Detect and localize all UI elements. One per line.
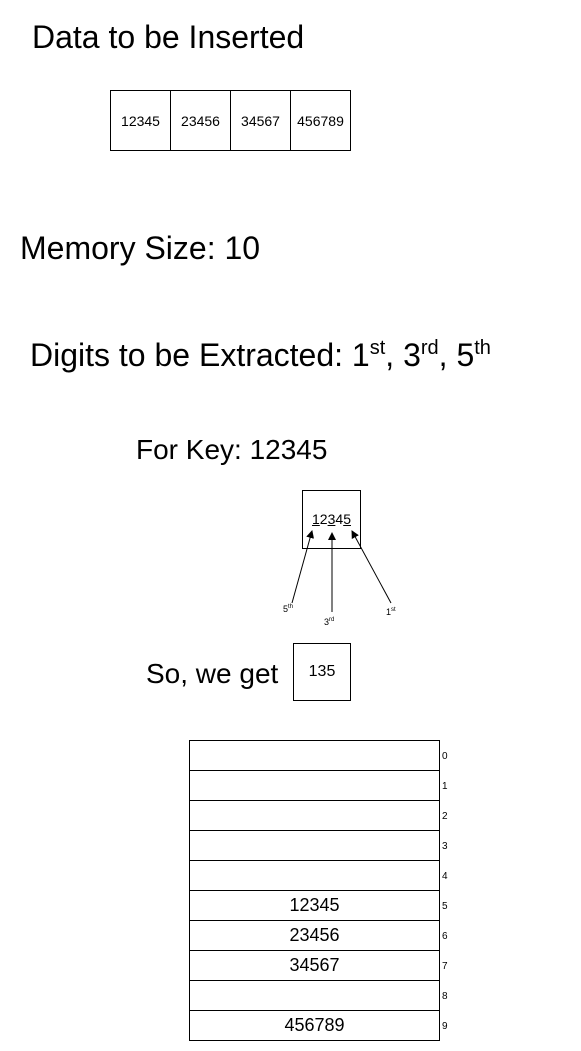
- label-third: 3rd: [324, 617, 334, 627]
- memory-slot: [189, 770, 440, 801]
- slot-index: 9: [442, 1021, 448, 1032]
- key-digit-5: 5: [343, 511, 351, 527]
- slot-index: 2: [442, 811, 448, 822]
- label-fifth-num: 5: [283, 604, 289, 614]
- digit-separator: ,: [385, 337, 404, 373]
- slot-index: 3: [442, 841, 448, 852]
- digit-first-sup: st: [369, 337, 386, 359]
- digit-fifth-sup: th: [474, 337, 491, 359]
- digits-extracted-label: Digits to be Extracted: 1st, 3rd, 5th: [30, 333, 491, 377]
- slot-index: 4: [442, 871, 448, 882]
- digits-prefix: Digits to be Extracted:: [30, 337, 352, 373]
- label-first-num: 1: [386, 607, 392, 617]
- slot-index: 0: [442, 751, 448, 762]
- memory-slot: [189, 800, 440, 831]
- memory-size-label: Memory Size: 10: [20, 230, 261, 266]
- label-fifth: 5th: [283, 604, 293, 614]
- slot-index: 7: [442, 961, 448, 972]
- slot-index: 8: [442, 991, 448, 1002]
- memory-slot: 456789: [189, 1010, 440, 1041]
- memory-slot: [189, 860, 440, 891]
- for-key-label: For Key: 12345: [136, 434, 328, 465]
- arrow-fifth: [291, 530, 314, 604]
- digit-separator: ,: [438, 337, 457, 373]
- label-third-num: 3: [324, 617, 330, 627]
- key-digit-4: 4: [335, 511, 344, 527]
- data-cell: 456789: [290, 90, 351, 151]
- label-fifth-sup: th: [288, 604, 294, 610]
- slot-index: 1: [442, 781, 448, 792]
- memory-slot: 23456: [189, 920, 440, 951]
- slot-index: 6: [442, 931, 448, 942]
- memory-slot: 34567: [189, 950, 440, 981]
- label-first-sup: st: [391, 607, 396, 613]
- so-we-get-label: So, we get: [146, 658, 279, 689]
- key-digits: 12345: [302, 510, 361, 528]
- digit-third: 3: [403, 337, 421, 373]
- digit-third-sup: rd: [420, 337, 439, 359]
- key-digit-1: 1: [312, 511, 320, 527]
- arrow-first: [351, 530, 392, 604]
- result-box: 135: [293, 643, 351, 701]
- memory-slot: 12345: [189, 890, 440, 921]
- memory-slot: [189, 830, 440, 861]
- memory-slot: [189, 980, 440, 1011]
- label-first: 1st: [386, 607, 396, 617]
- data-array: 12345 23456 34567 456789: [110, 90, 351, 151]
- slot-index: 5: [442, 901, 448, 912]
- key-digit-3: 3: [327, 511, 336, 527]
- digit-first: 1: [351, 337, 370, 373]
- diagram-title: Data to be Inserted: [32, 19, 305, 55]
- key-digit-2: 2: [319, 511, 328, 527]
- digit-fifth: 5: [456, 337, 475, 373]
- label-third-sup: rd: [329, 617, 335, 623]
- memory-slot: [189, 740, 440, 771]
